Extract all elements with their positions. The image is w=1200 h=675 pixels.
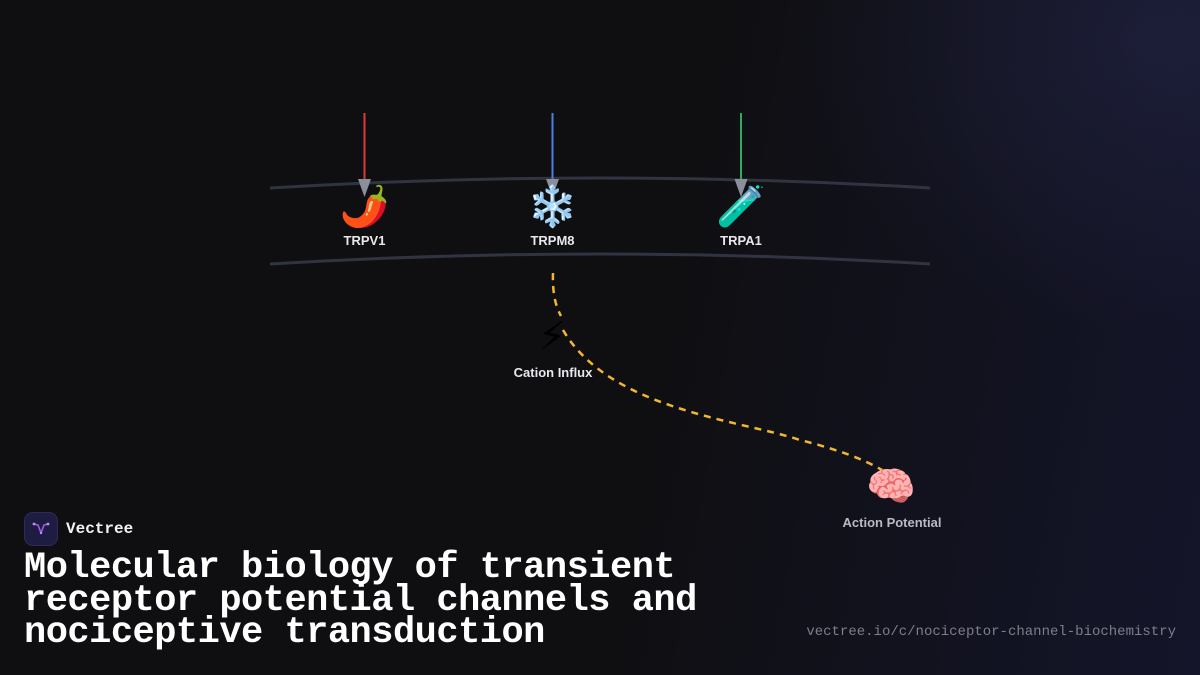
stimulus-arrow-trpv1 xyxy=(358,113,371,197)
chili-pepper-icon: 🌶️ xyxy=(340,183,390,230)
brain-icon: 🧠 xyxy=(866,464,916,510)
arrowhead xyxy=(358,179,371,197)
test-tube-icon: 🧪 xyxy=(716,184,766,230)
arrowhead xyxy=(734,179,748,197)
membrane-inner-line xyxy=(269,252,931,266)
action-potential-label: Action Potential xyxy=(843,515,942,530)
lightning-icon: ⚡ xyxy=(538,314,566,360)
channel-label-trpm8: TRPM8 xyxy=(530,233,574,248)
brand-name: Vectree xyxy=(66,520,134,538)
logo-mark xyxy=(32,522,50,535)
vectree-logo-icon xyxy=(24,512,58,546)
influx-label: Cation Influx xyxy=(514,365,593,380)
snowflake-icon: ❄️ xyxy=(528,183,578,230)
channel-label-trpa1: TRPA1 xyxy=(720,233,762,248)
arrowhead xyxy=(546,179,559,197)
page-title: Molecular biology of transient receptor … xyxy=(24,547,697,654)
stimulus-arrow-trpa1 xyxy=(734,113,748,197)
channel-label-trpv1: TRPV1 xyxy=(344,233,386,248)
page-url[interactable]: vectree.io/c/nociceptor-channel-biochemi… xyxy=(806,624,1176,640)
brand: Vectree xyxy=(24,512,133,546)
signal-path-to-influx xyxy=(551,272,563,317)
signal-path-to-action-potential xyxy=(561,329,883,472)
stimulus-arrow-trpm8 xyxy=(546,113,559,197)
